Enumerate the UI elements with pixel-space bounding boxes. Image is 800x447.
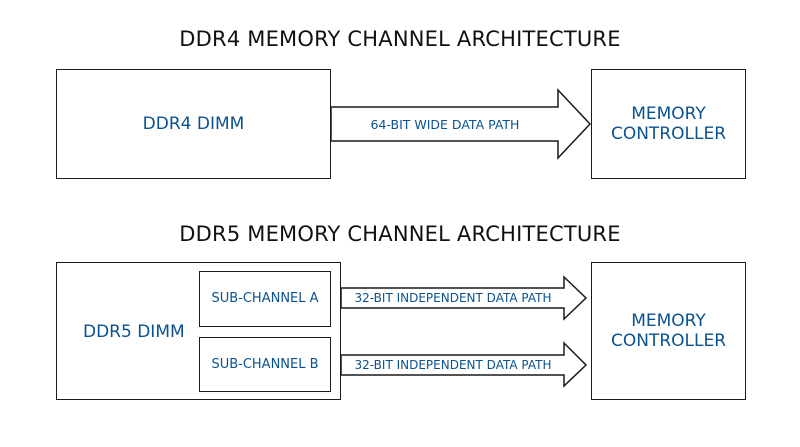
ddr4-dimm-label: DDR4 DIMM [142,113,245,134]
ddr4-data-path-label: 64-BIT WIDE DATA PATH [370,117,520,132]
subchannel-b-label: SUB-CHANNEL B [211,356,319,372]
subchannel-a-data-path-label: 32-BIT INDEPENDENT DATA PATH [354,291,552,305]
subchannel-a-label: SUB-CHANNEL A [211,291,319,307]
ddr5-dimm-label: DDR5 DIMM [83,322,185,342]
ddr4-memory-controller-box: MEMORY CONTROLLER [591,69,746,179]
subchannel-b-data-path-label: 32-BIT INDEPENDENT DATA PATH [354,358,552,372]
ddr5-memory-controller-box: MEMORY CONTROLLER [591,262,746,400]
ddr5-controller-line1: MEMORY [631,310,706,331]
ddr4-title: DDR4 MEMORY CHANNEL ARCHITECTURE [179,27,621,51]
subchannel-b-box: SUB-CHANNEL B [199,337,331,392]
subchannel-b-data-path-arrow [340,341,588,388]
ddr4-controller-line1: MEMORY [631,103,706,124]
ddr5-title: DDR5 MEMORY CHANNEL ARCHITECTURE [179,222,621,246]
ddr4-dimm-box: DDR4 DIMM [56,69,331,179]
subchannel-a-data-path-arrow [340,275,588,321]
ddr5-controller-line2: CONTROLLER [610,331,727,351]
ddr4-controller-line2: CONTROLLER [610,124,727,144]
subchannel-a-box: SUB-CHANNEL A [199,271,331,327]
